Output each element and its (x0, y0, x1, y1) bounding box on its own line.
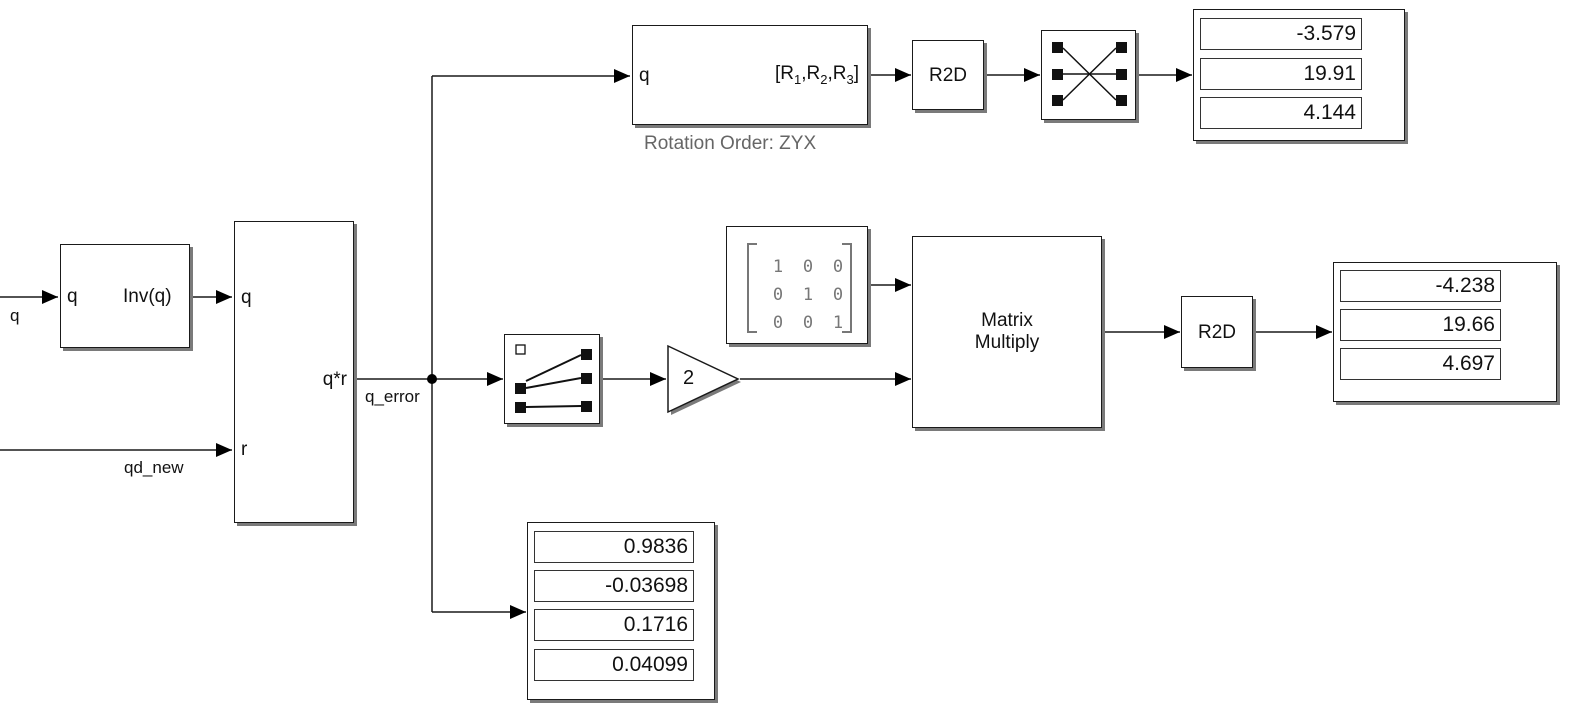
display-bottom-value-3: 0.1716 (534, 609, 694, 641)
inv-input-port-label: q (67, 286, 78, 307)
matrix-multiply-label-line2: Multiply (974, 332, 1040, 353)
r2d-mid-label: R2D (1197, 322, 1236, 343)
display-block-bottom[interactable]: 0.9836 -0.03698 0.1716 0.04099 (527, 522, 715, 700)
gain-block[interactable] (664, 342, 746, 418)
quaternion-inverse-block[interactable]: q Inv(q) (60, 244, 190, 348)
display-top-value-2: 19.91 (1200, 58, 1362, 90)
signal-label-qd-new: qd_new (124, 458, 184, 477)
signal-label-q: q (10, 306, 20, 325)
quaternion-multiply-block[interactable]: q r q*r (234, 221, 354, 523)
display-mid-value-3: 4.697 (1340, 348, 1501, 380)
display-bottom-value-2: -0.03698 (534, 570, 694, 602)
display-block-top[interactable]: -3.579 19.91 4.144 (1193, 9, 1405, 141)
matrix-left-bracket (747, 243, 757, 333)
display-top-value-1: -3.579 (1200, 18, 1362, 50)
selector-icon (515, 344, 592, 413)
display-block-middle[interactable]: -4.238 19.66 4.697 (1333, 262, 1557, 402)
mult-input-q-label: q (241, 287, 252, 308)
rotation-output-port-label: [R1,R2,R3] (775, 63, 859, 87)
r2d-block-middle[interactable]: R2D (1181, 296, 1253, 368)
signal-label-q-error: q_error (365, 387, 420, 406)
r2d-top-label: R2D (928, 65, 967, 86)
quat-to-rotation-angles-block[interactable]: q [R1,R2,R3] (632, 25, 868, 125)
matrix-multiply-block[interactable]: Matrix Multiply (912, 236, 1102, 428)
branch-junction (427, 374, 437, 384)
mult-input-r-label: r (241, 439, 248, 460)
inv-output-label: Inv(q) (123, 286, 172, 307)
signal-reorder-block[interactable] (1041, 30, 1136, 120)
reorder-icon (1052, 42, 1127, 106)
rotation-order-caption: Rotation Order: ZYX (644, 133, 817, 154)
matrix-multiply-label-line1: Matrix (981, 310, 1033, 331)
display-top-value-3: 4.144 (1200, 97, 1362, 129)
selector-block[interactable] (504, 334, 600, 424)
display-mid-value-2: 19.66 (1340, 309, 1501, 341)
rotation-input-port-label: q (639, 65, 650, 86)
gain-value: 2 (683, 367, 695, 389)
display-bottom-value-1: 0.9836 (534, 531, 694, 563)
display-mid-value-1: -4.238 (1340, 270, 1501, 302)
display-bottom-value-4: 0.04099 (534, 649, 694, 681)
r2d-block-top[interactable]: R2D (912, 40, 984, 110)
matrix-right-bracket (842, 243, 852, 333)
mult-output-label: q*r (322, 369, 347, 390)
